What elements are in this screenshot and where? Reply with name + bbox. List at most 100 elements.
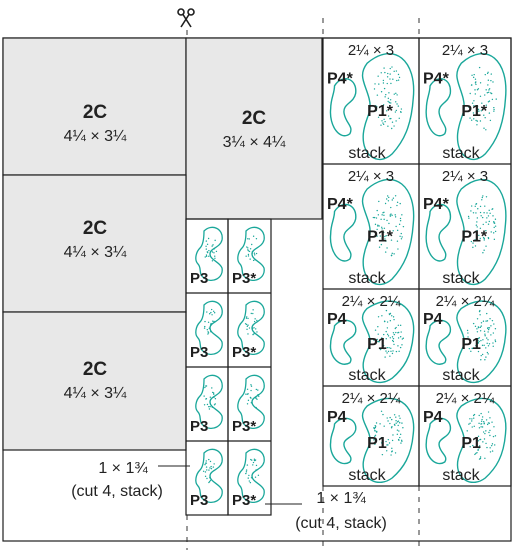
paisley-template-icon bbox=[195, 374, 223, 430]
p3-label: P3 bbox=[190, 492, 208, 509]
stack-note: stack bbox=[442, 467, 480, 484]
paisley-template-icon bbox=[456, 300, 507, 384]
paisley-template-icon bbox=[361, 52, 415, 160]
paisley-template-icon bbox=[456, 178, 507, 286]
paisley-template-icon bbox=[195, 300, 223, 356]
stack-note: stack bbox=[442, 367, 480, 384]
block-2c-top-center bbox=[185, 37, 323, 220]
p3-label: P3* bbox=[232, 270, 256, 287]
p3-label: P3 bbox=[190, 418, 208, 435]
paisley-template-icon bbox=[456, 397, 507, 483]
p3-cell: P3 bbox=[190, 226, 223, 287]
stack-label-b: P1* bbox=[461, 103, 488, 120]
p3-label: P3* bbox=[232, 418, 256, 435]
stack-cell: 2¼ × 3 P4* P1* stack bbox=[423, 42, 507, 162]
stack-grid bbox=[322, 37, 512, 487]
stack-cell-size: 2¼ × 2¼ bbox=[436, 293, 495, 310]
block-labels: 2C 4¼ × 3¼ 2C 3¼ × 4¼ 2C 4¼ × 3¼ 2C 4¼ ×… bbox=[64, 102, 286, 402]
paisley-template-icon bbox=[237, 226, 265, 282]
paisley-template-icon bbox=[456, 52, 507, 160]
block-size: 4¼ × 3¼ bbox=[64, 385, 127, 402]
stack-label-a: P4 bbox=[327, 311, 347, 328]
block-code: 2C bbox=[83, 102, 108, 123]
paisley-template-icon bbox=[195, 226, 223, 282]
comma-template-icon bbox=[329, 319, 357, 365]
stack-label-b: P1* bbox=[461, 229, 488, 246]
stack-label-a: P4 bbox=[423, 409, 443, 426]
stack-label-a: P4 bbox=[327, 409, 347, 426]
p3-cell: P3 bbox=[190, 448, 223, 509]
stack-cell-size: 2¼ × 3 bbox=[442, 168, 488, 185]
stack-label-b: P1* bbox=[367, 229, 394, 246]
callout-right-note: (cut 4, stack) bbox=[295, 515, 387, 532]
comma-template-icon bbox=[329, 203, 357, 262]
callout-right: 1 × 1¾ (cut 4, stack) bbox=[265, 490, 387, 532]
paisley-template-icon bbox=[361, 300, 415, 384]
p3-cell: P3* bbox=[232, 226, 265, 287]
stack-cell-size: 2¼ × 2¼ bbox=[342, 390, 401, 407]
stack-cell-size: 2¼ × 3 bbox=[348, 42, 394, 59]
stack-label-a: P4* bbox=[423, 70, 450, 87]
block-code: 2C bbox=[242, 108, 267, 129]
block-2c-top-left bbox=[2, 37, 187, 176]
stack-label-b: P1 bbox=[461, 336, 481, 353]
stack-label-b: P1 bbox=[367, 336, 387, 353]
block-2c-bottom-left bbox=[2, 311, 187, 451]
stack-note: stack bbox=[348, 367, 386, 384]
stack-label-a: P4 bbox=[423, 311, 443, 328]
callout-right-size: 1 × 1¾ bbox=[316, 490, 366, 507]
callout-left-size: 1 × 1¾ bbox=[98, 460, 148, 477]
comma-template-icon bbox=[425, 78, 451, 137]
p3-cell: P3* bbox=[232, 300, 265, 361]
callout-left: 1 × 1¾ (cut 4, stack) bbox=[71, 460, 190, 500]
blocks-2c bbox=[2, 37, 323, 451]
stack-note: stack bbox=[348, 145, 386, 162]
comma-template-icon bbox=[329, 78, 357, 137]
stack-label-a: P4* bbox=[423, 196, 450, 213]
comma-template-icon bbox=[425, 319, 451, 365]
paisley-template-icon bbox=[361, 178, 415, 286]
paisley-template-icon bbox=[195, 448, 223, 504]
stack-label-b: P1 bbox=[367, 435, 387, 452]
stack-cell: 2¼ × 3 P4* P1* stack bbox=[423, 168, 507, 287]
paisley-template-icon bbox=[361, 397, 415, 483]
block-code: 2C bbox=[83, 218, 108, 239]
stack-cell: 2¼ × 3P4*P1*stack bbox=[327, 42, 415, 162]
block-code: 2C bbox=[83, 359, 108, 380]
stack-cell: 2¼ × 3 P4* P1* stack bbox=[327, 168, 415, 287]
paisley-template-icon bbox=[237, 448, 265, 504]
comma-template-icon bbox=[425, 417, 451, 465]
p3-cell: P3* bbox=[232, 448, 265, 509]
stack-note: stack bbox=[348, 270, 386, 287]
block-size: 4¼ × 3¼ bbox=[64, 128, 127, 145]
block-size: 3¼ × 4¼ bbox=[223, 134, 286, 151]
stack-label-b: P1 bbox=[461, 435, 481, 452]
stack-note: stack bbox=[442, 145, 480, 162]
stack-label-a: P4* bbox=[327, 70, 354, 87]
paisley-template-icon bbox=[237, 300, 265, 356]
stack-note: stack bbox=[442, 270, 480, 287]
stack-cell-size: 2¼ × 3 bbox=[442, 42, 488, 59]
p3-cell: P3 bbox=[190, 300, 223, 361]
stack-label-a: P4* bbox=[327, 196, 354, 213]
p3-grid bbox=[185, 218, 272, 516]
scissors-icon bbox=[177, 8, 195, 28]
comma-template-icon bbox=[329, 417, 357, 465]
comma-template-icon bbox=[425, 203, 451, 262]
p3-label: P3* bbox=[232, 492, 256, 509]
p3-cell: P3 bbox=[190, 374, 223, 435]
guide-lines bbox=[186, 18, 420, 550]
stack-note: stack bbox=[348, 467, 386, 484]
stack-cell-size: 2¼ × 3 bbox=[348, 168, 394, 185]
p3-label: P3* bbox=[232, 344, 256, 361]
p3-cell: P3* bbox=[232, 374, 265, 435]
p3-label: P3 bbox=[190, 344, 208, 361]
block-size: 4¼ × 3¼ bbox=[64, 244, 127, 261]
